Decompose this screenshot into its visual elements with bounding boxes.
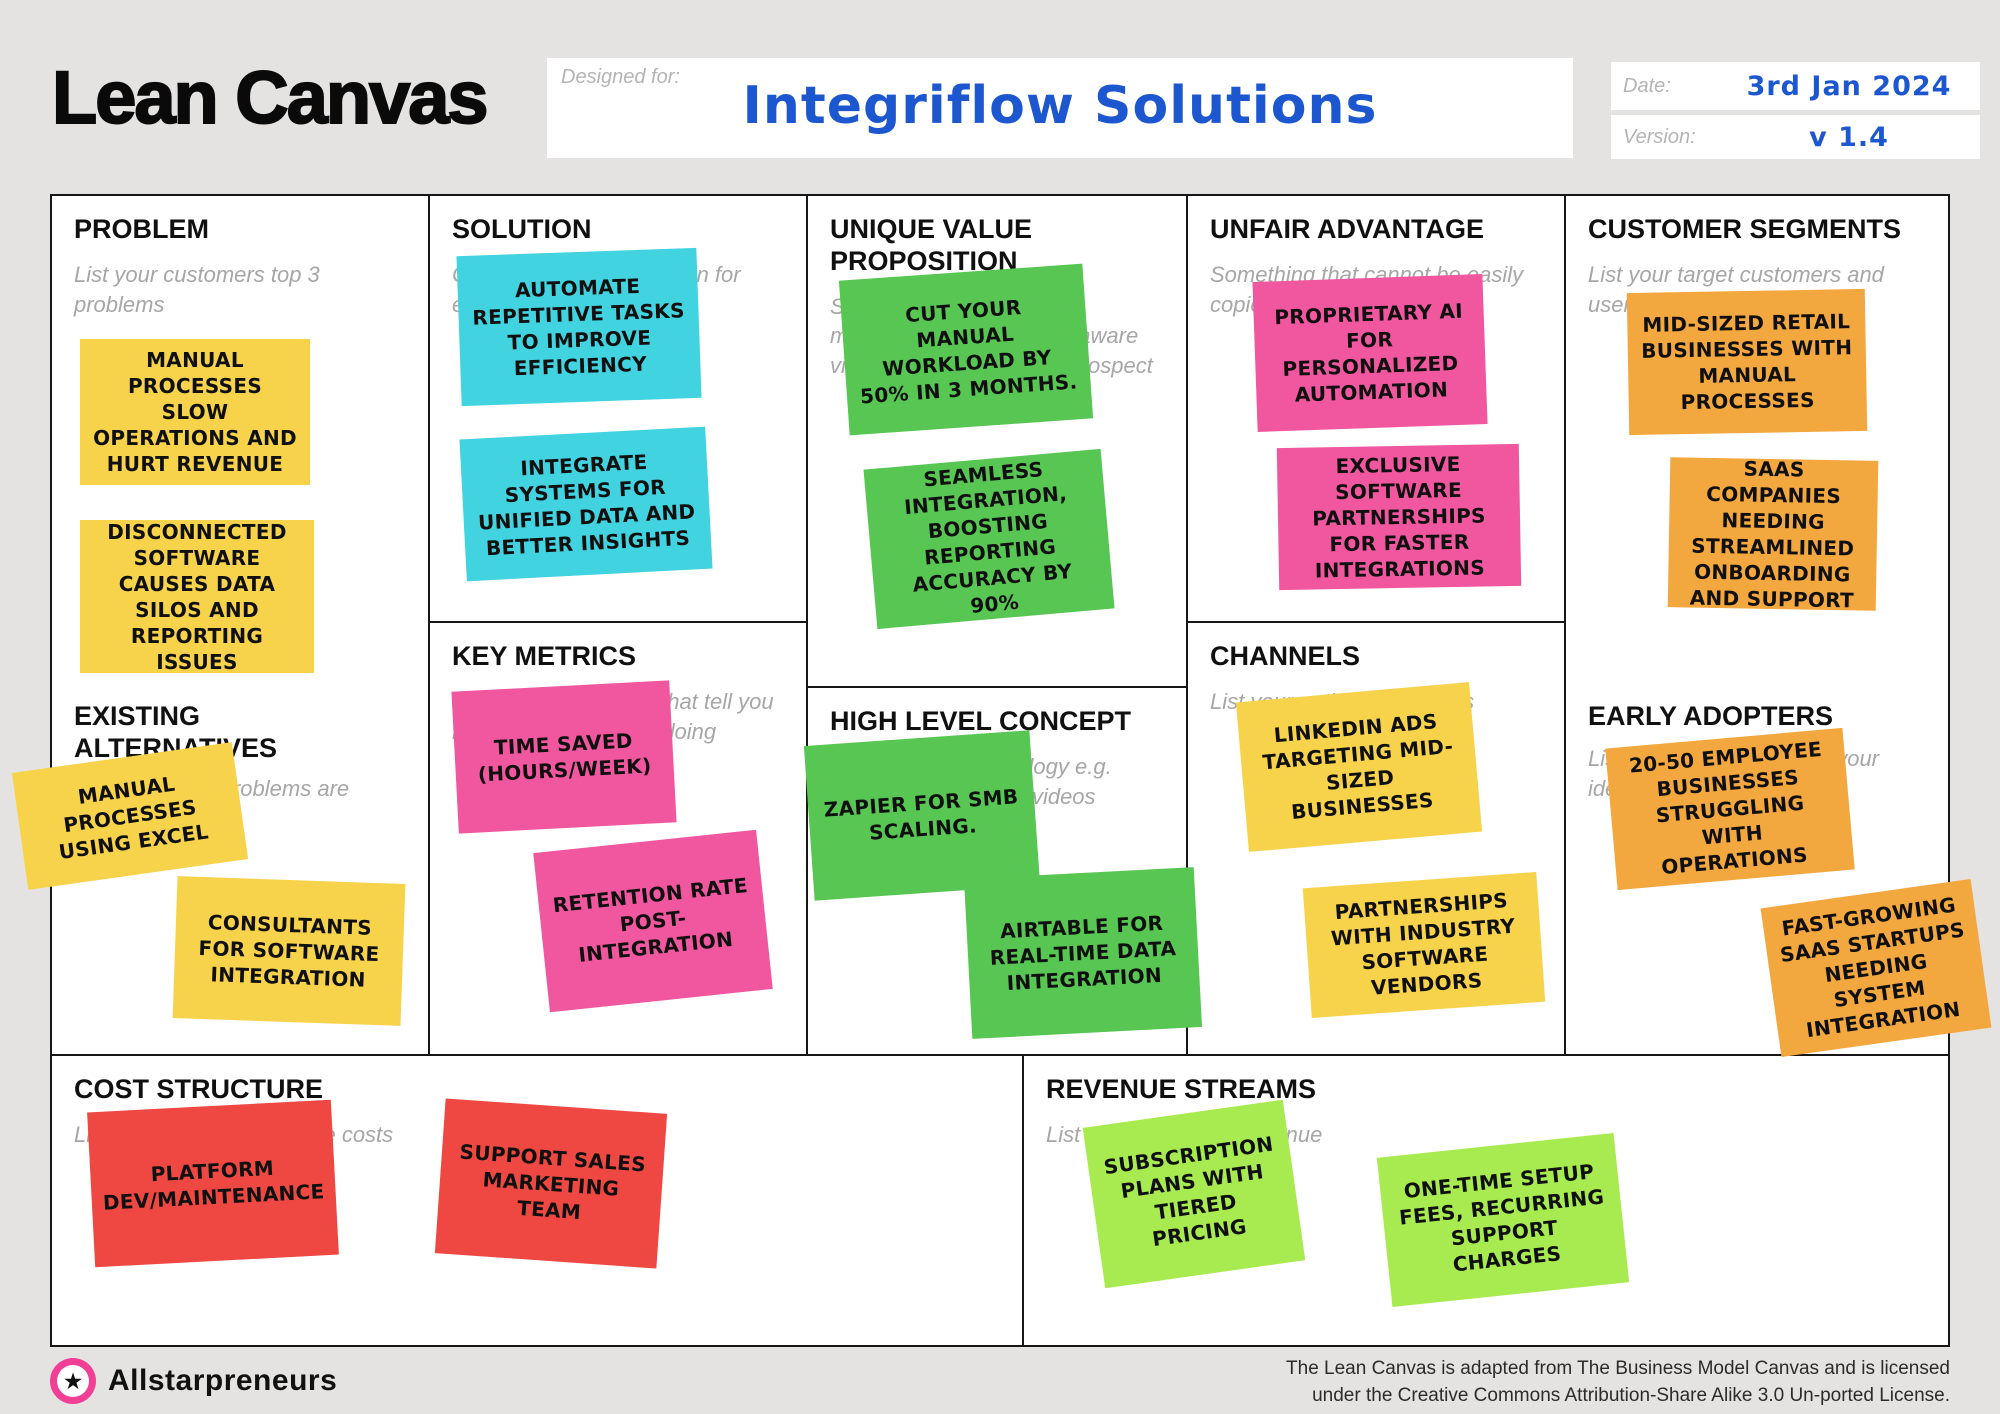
sticky-note-channels-1[interactable]: LINKEDIN ADS TARGETING MID-SIZED BUSINES…: [1235, 682, 1483, 852]
sticky-note-hlc-1[interactable]: ZAPIER FOR SMB SCALING.: [803, 730, 1041, 901]
sticky-note-customer-1[interactable]: MID-SIZED RETAIL BUSINESSES WITH MANUAL …: [1626, 288, 1868, 436]
sticky-note-early-adopters-2[interactable]: FAST-GROWING SAAS STARTUPS NEEDING SYSTE…: [1760, 878, 1992, 1058]
sticky-note-key-metrics-2[interactable]: RETENTION RATE POST-INTEGRATION: [533, 829, 773, 1013]
designed-for-label: Designed for:: [561, 66, 680, 88]
sticky-note-uvp-2[interactable]: SEAMLESS INTEGRATION, BOOSTING REPORTING…: [863, 448, 1115, 630]
section-uvp-title: UNIQUE VALUE PROPOSITION: [830, 214, 1033, 276]
sticky-note-unfair-2[interactable]: EXCLUSIVE SOFTWARE PARTNERSHIPS FOR FAST…: [1276, 443, 1522, 591]
sticky-note-problem-1[interactable]: MANUAL PROCESSES SLOW OPERATIONS AND HUR…: [80, 339, 310, 485]
sticky-note-hlc-2[interactable]: AIRTABLE FOR REAL-TIME DATA INTEGRATION: [963, 867, 1203, 1039]
date-value[interactable]: 3rd Jan 2024: [1746, 70, 1952, 102]
license-text: The Lean Canvas is adapted from The Busi…: [1286, 1356, 1950, 1409]
version-value[interactable]: v 1.4: [1809, 121, 1889, 153]
section-cost-structure-title: COST STRUCTURE: [74, 1074, 323, 1104]
section-existing-alternatives-title: EXISTING ALTERNATIVES: [74, 701, 278, 763]
sticky-note-revenue-2[interactable]: ONE-TIME SETUP FEES, RECURRING SUPPORT C…: [1376, 1132, 1630, 1308]
sticky-note-customer-2[interactable]: SAAS COMPANIES NEEDING STREAMLINED ONBOA…: [1667, 456, 1879, 612]
sticky-note-problem-2[interactable]: DISCONNECTED SOFTWARE CAUSES DATA SILOS …: [80, 520, 314, 674]
section-key-metrics-title: KEY METRICS: [452, 641, 637, 671]
section-revenue-streams-title: REVENUE STREAMS: [1046, 1074, 1317, 1104]
section-early-adopters-title: EARLY ADOPTERS: [1588, 701, 1834, 731]
section-solution-title: SOLUTION: [452, 214, 592, 244]
allstarpreneurs-star-icon: ★: [50, 1358, 96, 1404]
section-hlc-title: HIGH LEVEL CONCEPT: [830, 706, 1132, 736]
sticky-note-key-metrics-1[interactable]: TIME SAVED (HOURS/WEEK): [451, 680, 677, 834]
sticky-note-cost-2[interactable]: SUPPORT SALES MARKETING TEAM: [434, 1098, 668, 1269]
date-label: Date:: [1623, 74, 1671, 97]
version-box: Version: v 1.4: [1611, 115, 1980, 159]
designed-for-value[interactable]: Integriflow Solutions: [742, 76, 1378, 136]
license-line-2: under the Creative Commons Attribution-S…: [1312, 1384, 1950, 1406]
sticky-note-early-adopters-1[interactable]: 20-50 EMPLOYEE BUSINESSES STRUGGLING WIT…: [1605, 727, 1855, 891]
allstarpreneurs-logo: ★ Allstarpreneurs: [50, 1358, 337, 1404]
sticky-note-unfair-1[interactable]: PROPRIETARY AI FOR PERSONALIZED AUTOMATI…: [1252, 274, 1488, 432]
page-title: Lean Canvas: [51, 55, 490, 140]
section-customer-segments-title: CUSTOMER SEGMENTS: [1588, 214, 1902, 244]
sticky-note-solution-2[interactable]: INTEGRATE SYSTEMS FOR UNIFIED DATA AND B…: [459, 426, 713, 582]
designed-for-box: Designed for: Integriflow Solutions: [547, 58, 1573, 158]
license-line-1: The Lean Canvas is adapted from The Busi…: [1286, 1358, 1950, 1379]
sticky-note-solution-1[interactable]: AUTOMATE REPETITIVE TASKS TO IMPROVE EFF…: [456, 247, 702, 407]
sticky-note-channels-2[interactable]: PARTNERSHIPS WITH INDUSTRY SOFTWARE VEND…: [1302, 871, 1546, 1019]
sticky-note-cost-1[interactable]: PLATFORM DEV/MAINTENANCE: [87, 1099, 339, 1268]
sticky-note-revenue-1[interactable]: SUBSCRIPTION PLANS WITH TIERED PRICING: [1082, 1099, 1306, 1289]
brand-name: Allstarpreneurs: [108, 1364, 338, 1397]
sticky-note-existing-alt-2[interactable]: CONSULTANTS FOR SOFTWARE INTEGRATION: [172, 876, 406, 1026]
section-channels-title: CHANNELS: [1210, 641, 1361, 671]
sticky-note-uvp-1[interactable]: CUT YOUR MANUAL WORKLOAD BY 50% IN 3 MON…: [838, 263, 1094, 436]
section-problem-placeholder: List your customers top 3 problems: [74, 261, 320, 317]
section-unfair-advantage-title: UNFAIR ADVANTAGE: [1210, 214, 1484, 244]
section-problem-title: PROBLEM: [74, 214, 209, 244]
version-label: Version:: [1623, 125, 1696, 148]
date-box: Date: 3rd Jan 2024: [1611, 62, 1980, 110]
